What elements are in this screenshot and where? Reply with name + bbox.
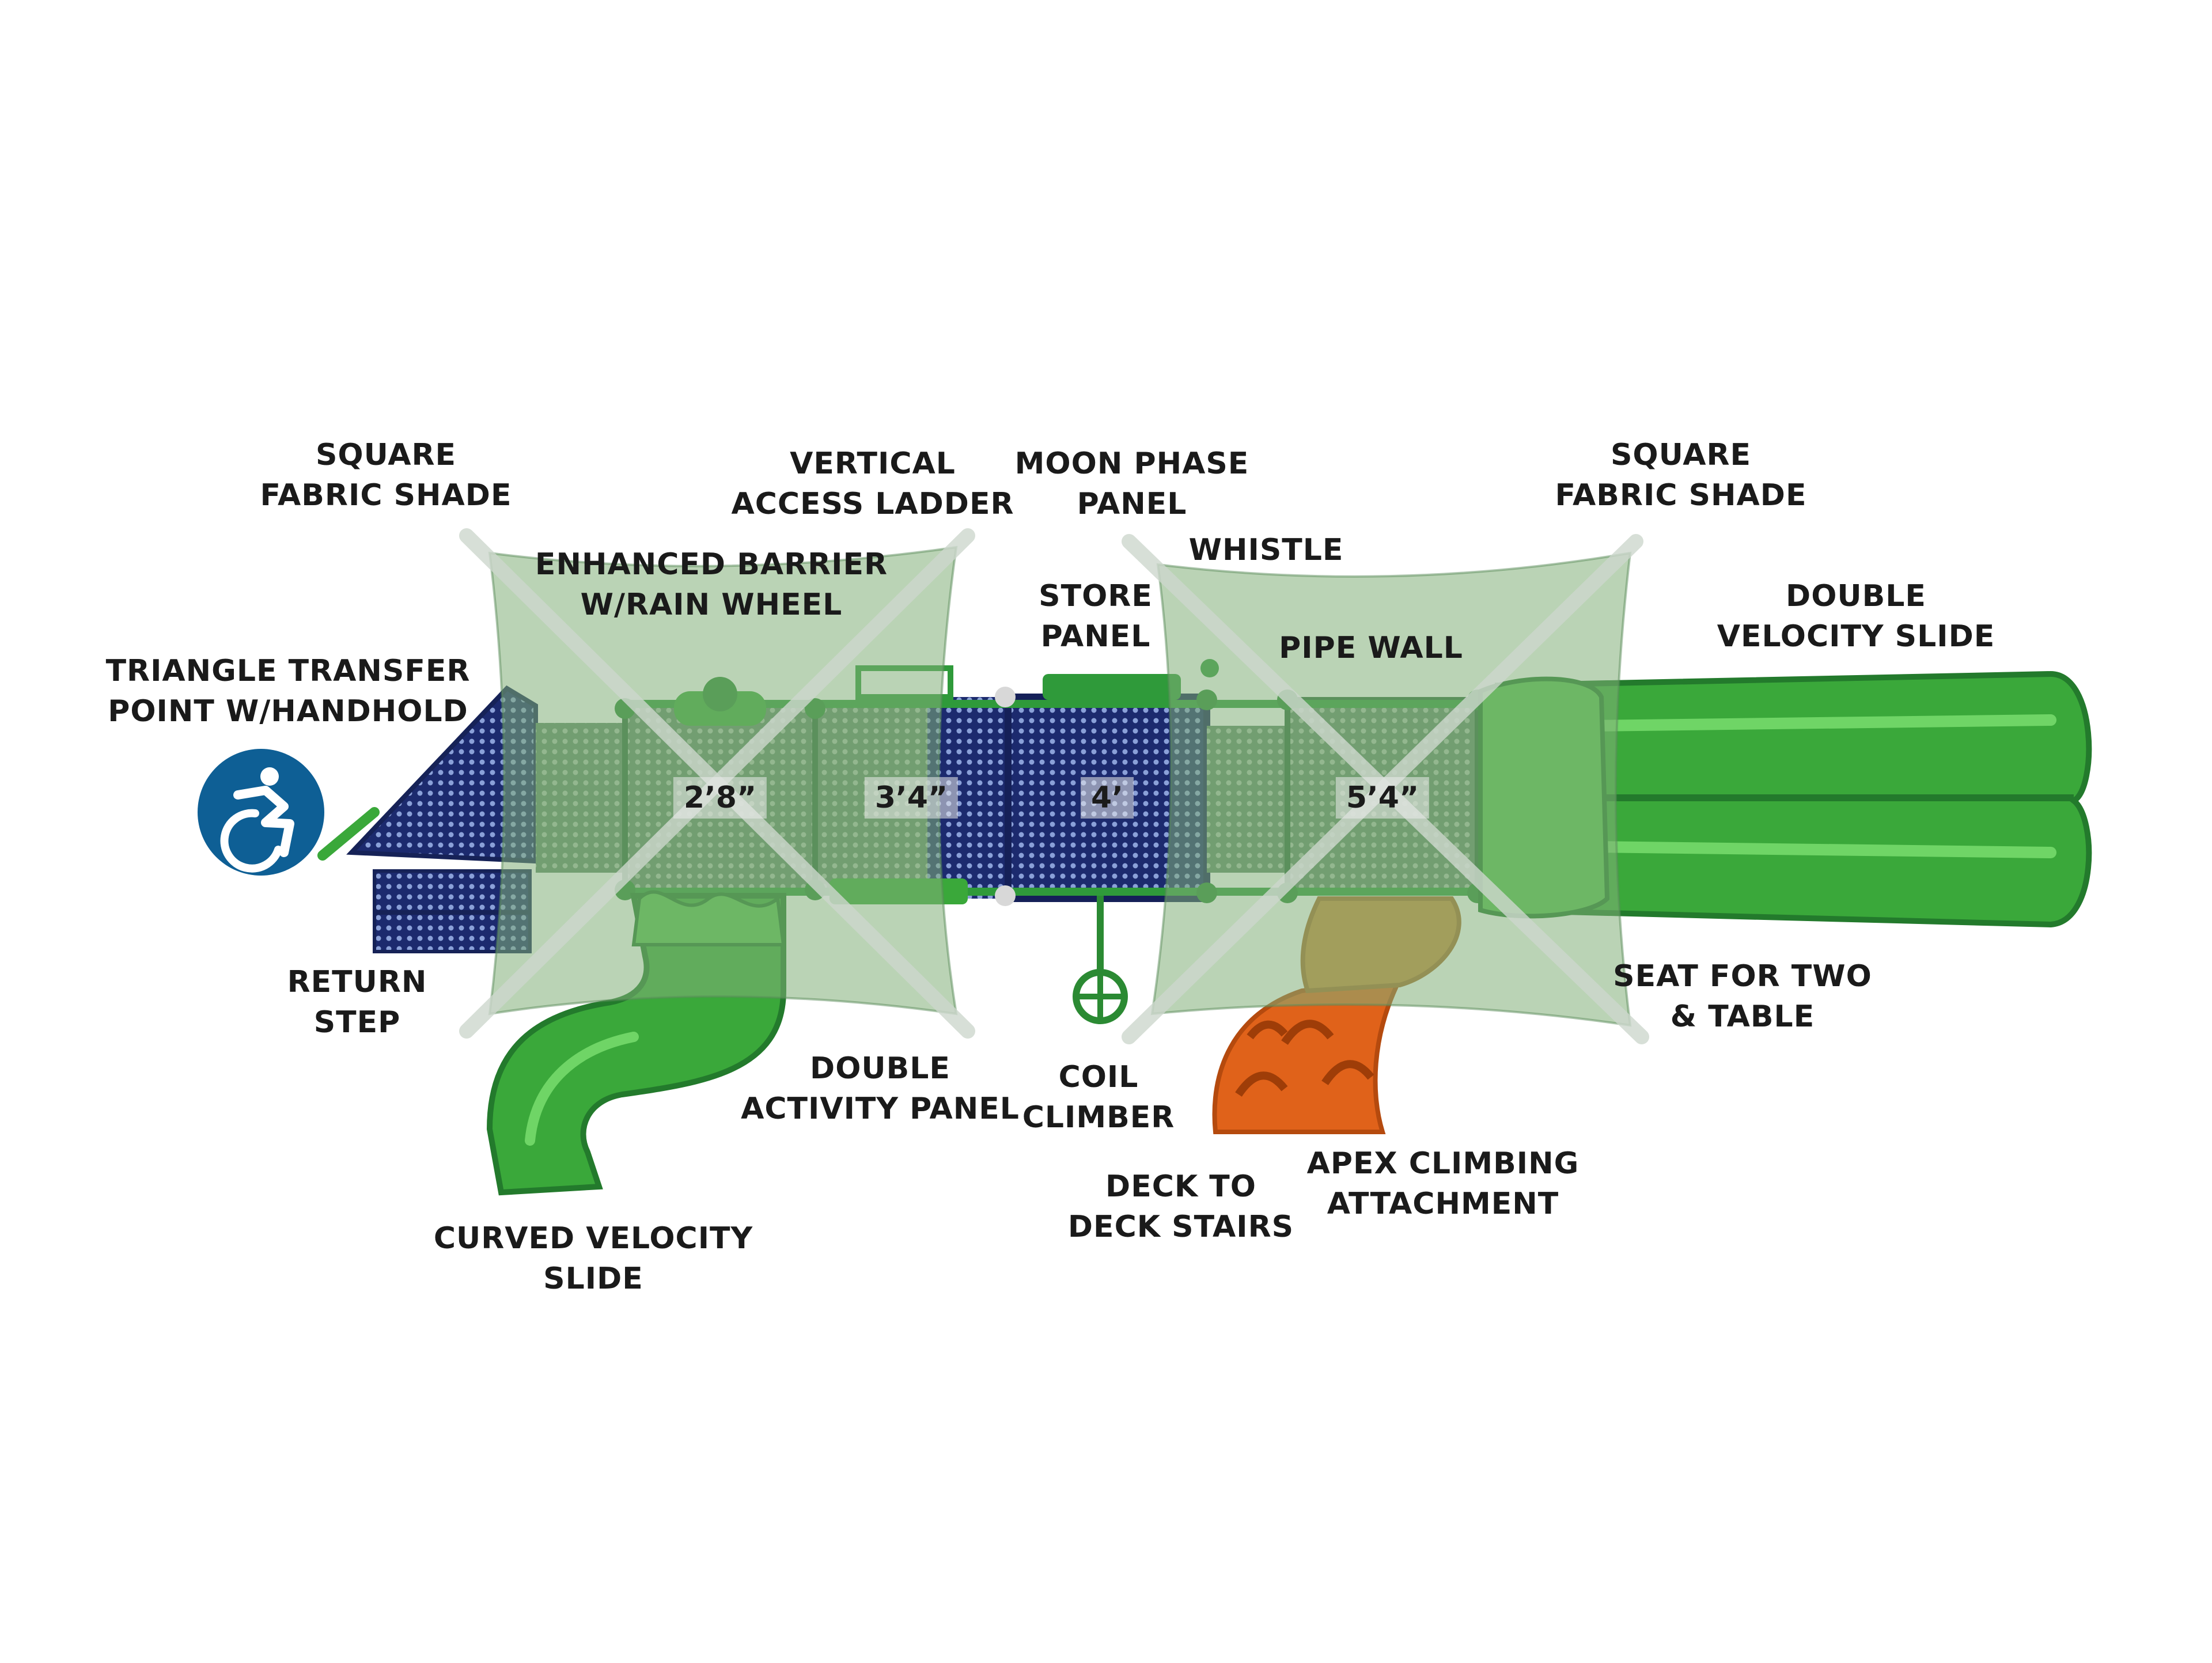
coil-climber (1073, 896, 1128, 1024)
label-seat-for-two: SEAT FOR TWO& TABLE (1613, 959, 1872, 1034)
accessibility-icon (198, 749, 324, 876)
transfer-handhold (317, 807, 380, 861)
deck-height-label: 5’4” (1335, 777, 1430, 819)
deck-height-label: 4’ (1081, 777, 1134, 819)
store-panel (1043, 674, 1181, 700)
deck-height-label: 2’8” (673, 777, 767, 819)
deck-height-label: 3’4” (864, 777, 959, 819)
label-whistle: WHISTLE (1188, 533, 1344, 567)
label-pipe-wall: PIPE WALL (1279, 631, 1463, 665)
